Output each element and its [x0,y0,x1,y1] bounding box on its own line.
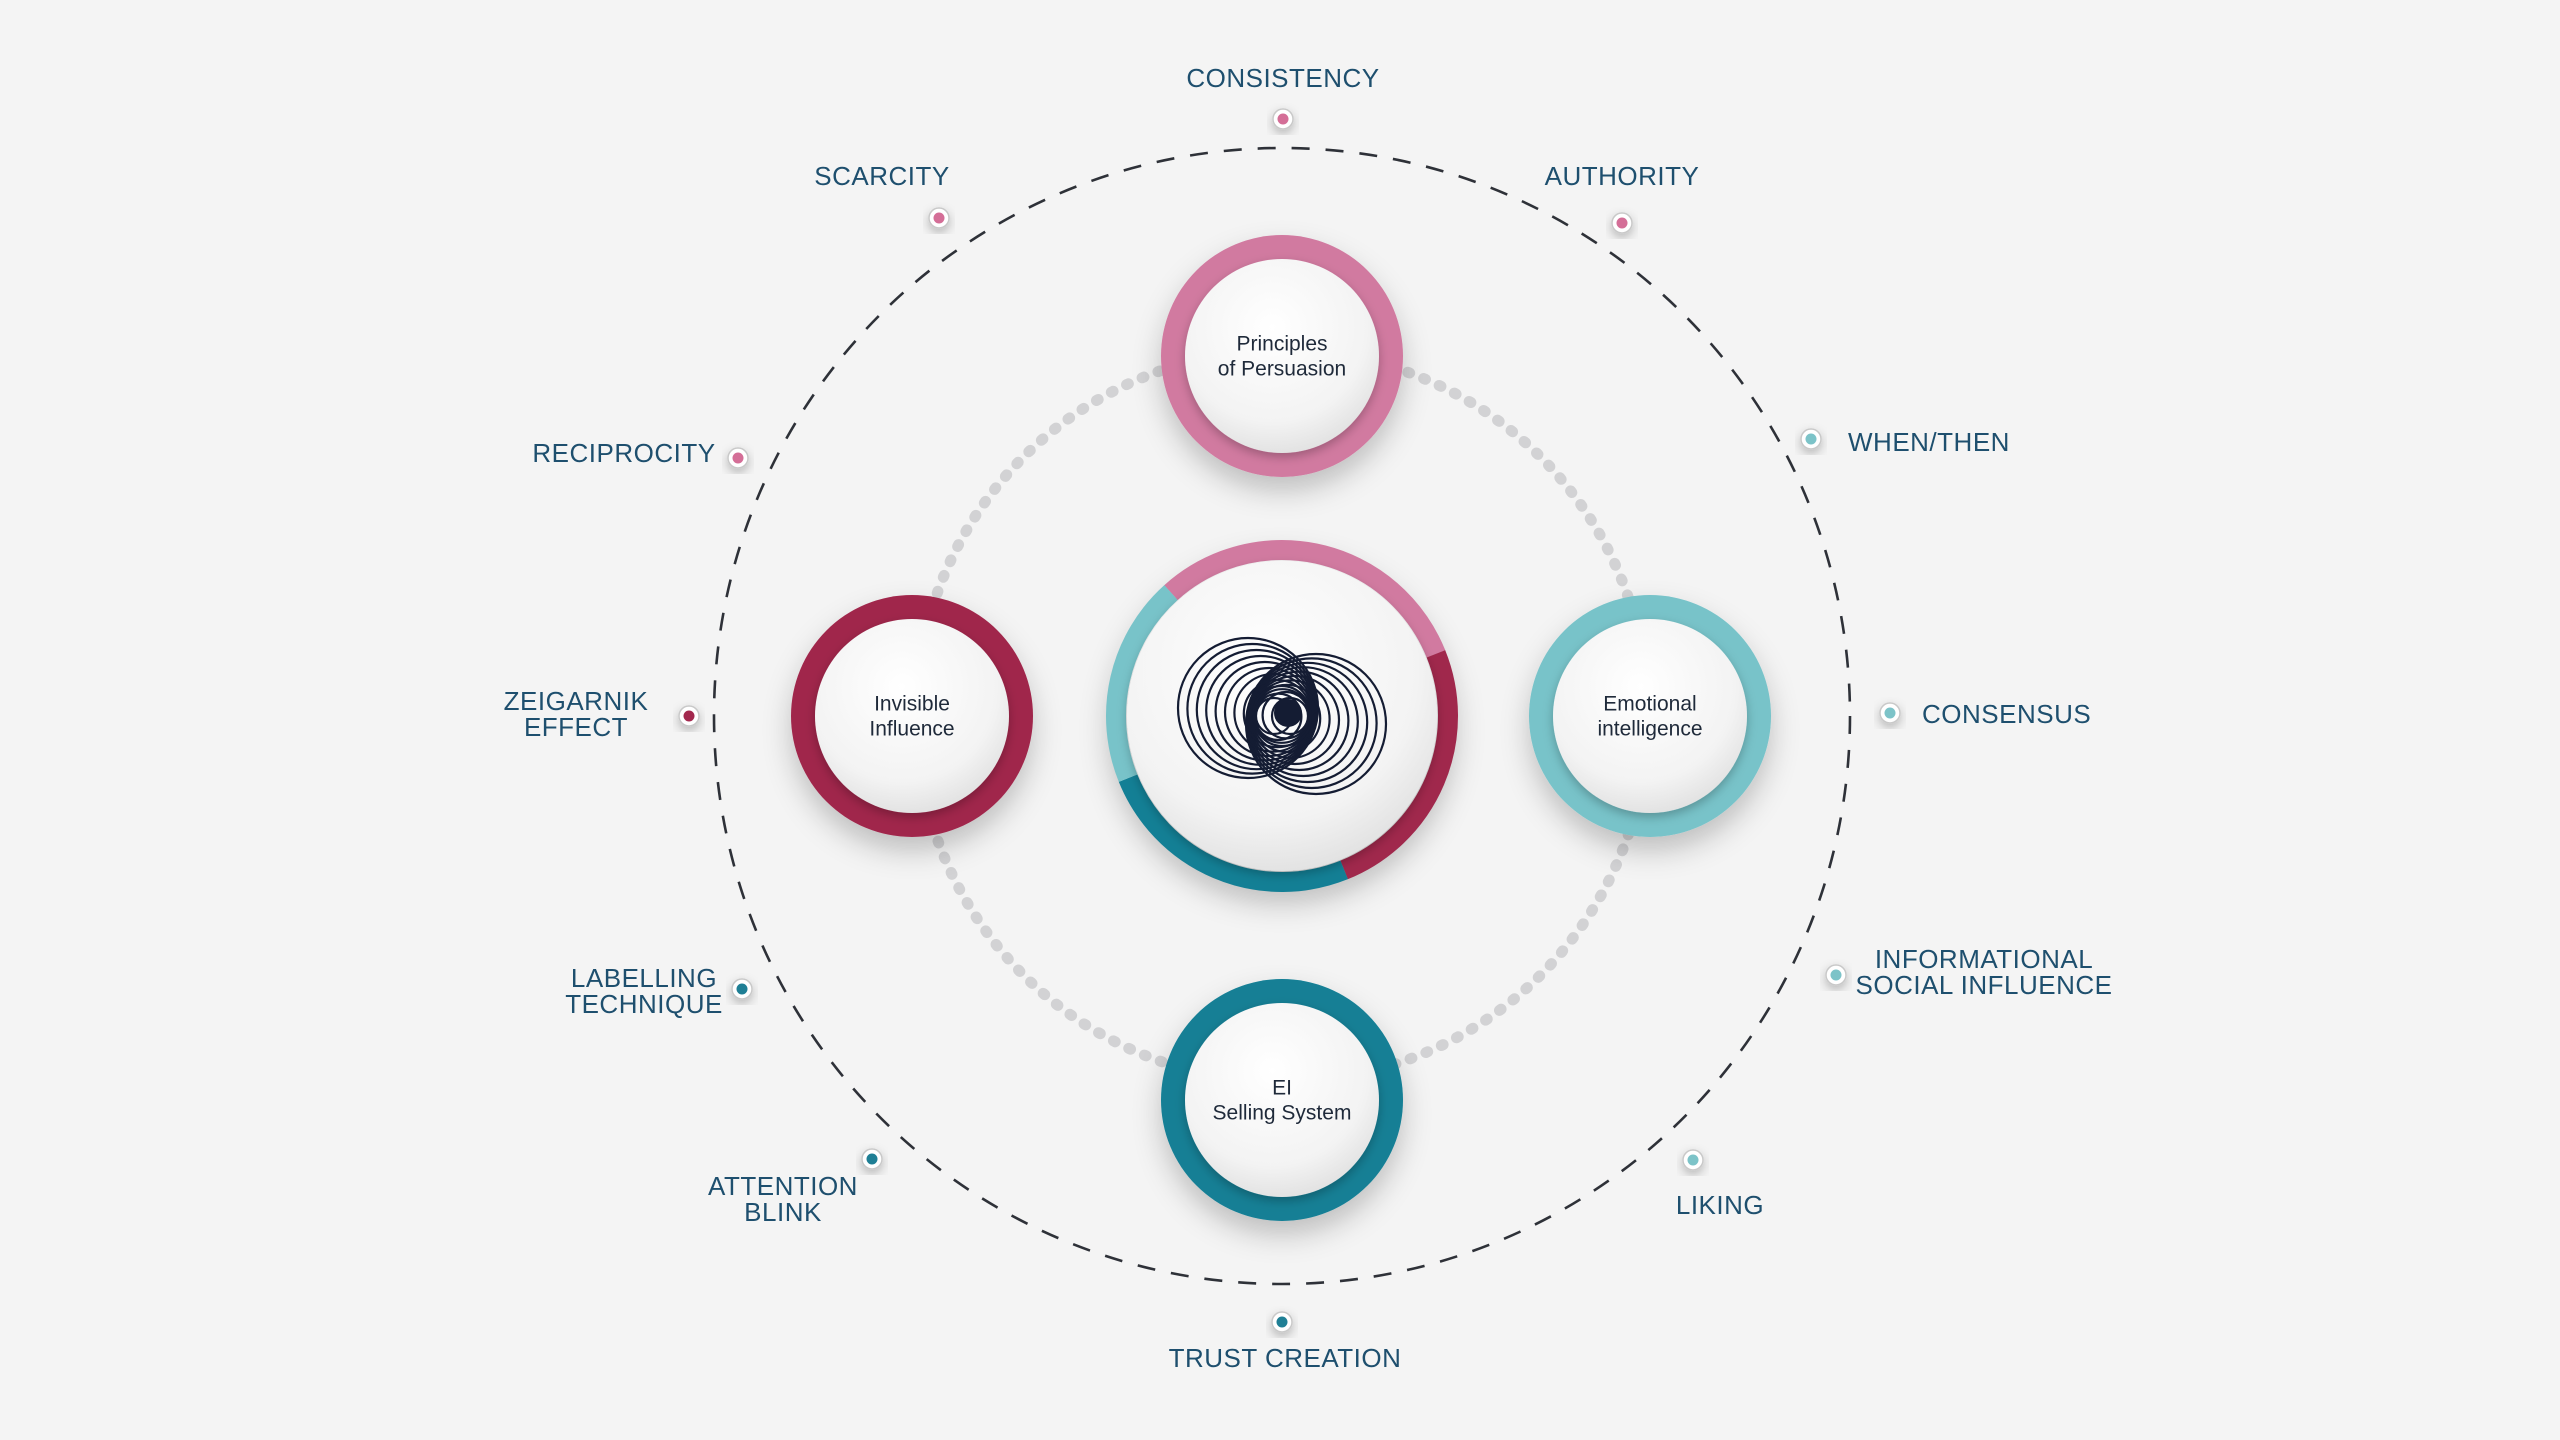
outer-label-line: CONSENSUS [1922,699,2091,729]
node-disc [1185,1003,1379,1197]
center-hub [1105,539,1458,892]
outer-label-line: TRUST CREATION [1169,1343,1402,1373]
outer-label-liking: LIKING [1676,1149,1764,1220]
outer-labels: CONSISTENCY AUTHORITY WHEN/THEN CONSENSUS IN… [504,63,2113,1373]
outer-label-authority: AUTHORITY [1545,161,1700,234]
node-label-line: Principles [1236,333,1327,356]
outer-dot-core [683,710,695,722]
outer-orbit [712,146,1852,1286]
outer-dot-core [866,1153,878,1165]
outer-label-line: CONSISTENCY [1186,63,1379,93]
node-label-line: Invisible [874,693,950,716]
outer-label-consensus: CONSENSUS [1879,699,2091,729]
node-label-line: of Persuasion [1218,358,1346,381]
node-label-line: Emotional [1603,693,1696,716]
outer-label-reciprocity: RECIPROCITY [532,438,749,469]
outer-label-line: SCARCITY [814,161,949,191]
node-disc [1185,259,1379,453]
outer-label-line: TECHNIQUE [565,989,723,1019]
outer-dot-core [1276,1316,1288,1328]
outer-label-consistency: CONSISTENCY [1186,63,1379,130]
outer-dot-core [1616,217,1628,229]
outer-dot-core [1884,707,1896,719]
outer-label-line: LABELLING [571,963,717,993]
outer-dot-core [1830,969,1842,981]
outer-label-line: WHEN/THEN [1848,427,2010,457]
outer-label-line: AUTHORITY [1545,161,1700,191]
outer-label-line: ATTENTION [708,1171,858,1201]
outer-dot-core [1277,113,1289,125]
outer-dot-core [1687,1154,1699,1166]
node-label-line: intelligence [1597,718,1702,741]
spiral-logo-icon [1176,636,1388,796]
node-disc [1553,619,1747,813]
node-disc [815,619,1009,813]
outer-dot-core [732,452,744,464]
outer-label-trust-creation: TRUST CREATION [1169,1311,1402,1373]
node-label-line: Selling System [1213,1102,1352,1125]
outer-label-line: RECIPROCITY [532,438,715,468]
outer-label-line: LIKING [1676,1190,1764,1220]
node-label-line: EI [1272,1077,1292,1100]
outer-label-line: ZEIGARNIK [504,686,649,716]
outer-dot-core [1805,433,1817,445]
outer-label-line: SOCIAL INFLUENCE [1856,970,2113,1000]
hub-ring-light-teal [1105,540,1458,892]
node-label-line: Influence [869,718,954,741]
outer-dot-core [933,212,945,224]
outer-dot-core [736,983,748,995]
outer-label-line: EFFECT [524,712,628,742]
outer-label-line: BLINK [744,1197,822,1227]
outer-label-scarcity: SCARCITY [814,161,950,229]
outer-label-line: INFORMATIONAL [1875,944,2093,974]
outer-label-when-then: WHEN/THEN [1800,427,2010,457]
